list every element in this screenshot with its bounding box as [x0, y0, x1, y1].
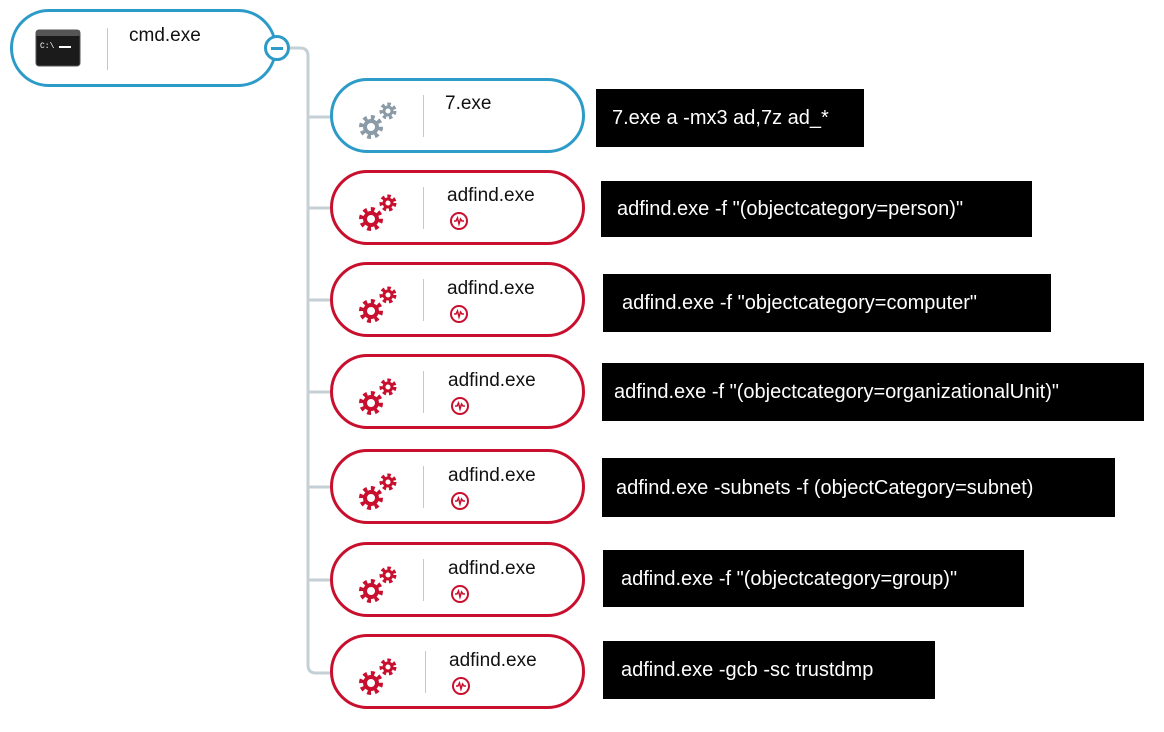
child-process-node[interactable]: adfind.exe: [330, 449, 585, 524]
child-process-node[interactable]: adfind.exe: [330, 354, 585, 429]
gears-icon: [359, 658, 397, 695]
collapse-button[interactable]: [264, 35, 290, 61]
child-process-label: 7.exe: [445, 93, 492, 114]
command-line: adfind.exe -f "(objectcategory=person)": [601, 181, 1032, 237]
gears-icon: [359, 473, 397, 510]
activity-icon: [451, 492, 469, 510]
terminal-icon: C:\: [35, 29, 81, 67]
child-process-label: adfind.exe: [449, 650, 537, 671]
root-process-node[interactable]: C:\ cmd.exe: [10, 9, 277, 87]
activity-icon: [452, 677, 470, 695]
command-line: adfind.exe -f "objectcategory=computer": [603, 274, 1051, 332]
svg-text:C:\: C:\: [40, 42, 55, 51]
child-process-node[interactable]: adfind.exe: [330, 634, 585, 709]
gears-icon: [359, 378, 397, 415]
command-line: adfind.exe -gcb -sc trustdmp: [603, 641, 935, 699]
child-process-label: adfind.exe: [448, 370, 536, 391]
root-process-label: cmd.exe: [129, 25, 201, 46]
activity-icon: [451, 397, 469, 415]
command-line: 7.exe a -mx3 ad,7z ad_*: [596, 89, 864, 147]
command-line: adfind.exe -f "(objectcategory=organizat…: [602, 363, 1144, 421]
activity-icon: [450, 212, 468, 230]
child-process-label: adfind.exe: [447, 278, 535, 299]
command-line: adfind.exe -f "(objectcategory=group)": [603, 550, 1024, 607]
child-process-node[interactable]: 7.exe: [330, 78, 585, 153]
child-process-node[interactable]: adfind.exe: [330, 262, 585, 337]
activity-icon: [451, 585, 469, 603]
gears-icon: [359, 286, 397, 323]
child-process-node[interactable]: adfind.exe: [330, 542, 585, 617]
activity-icon: [450, 305, 468, 323]
child-process-label: adfind.exe: [448, 465, 536, 486]
child-process-label: adfind.exe: [448, 558, 536, 579]
gears-icon: [359, 194, 397, 231]
command-line: adfind.exe -subnets -f (objectCategory=s…: [602, 458, 1115, 517]
child-process-label: adfind.exe: [447, 185, 535, 206]
child-process-node[interactable]: adfind.exe: [330, 170, 585, 245]
gears-icon: [359, 102, 397, 139]
gears-icon: [359, 566, 397, 603]
